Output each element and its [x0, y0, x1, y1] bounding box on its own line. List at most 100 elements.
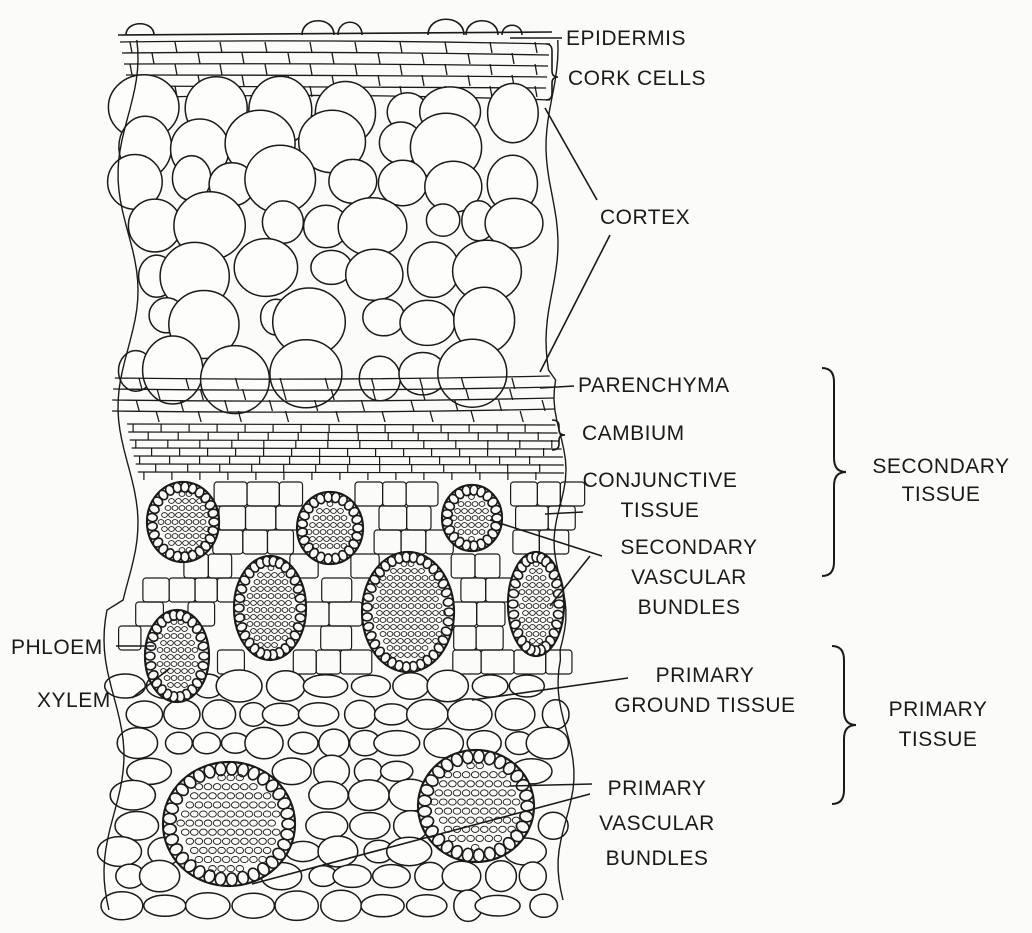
label-pgt-line-1: PRIMARY — [592, 661, 818, 691]
ground-tissue-cell — [144, 895, 186, 916]
ground-tissue-cell — [333, 865, 371, 888]
ground-tissue-cell — [303, 675, 347, 697]
conjunctive-cell — [374, 530, 401, 554]
cork-wall — [400, 42, 402, 53]
ground-tissue-cell — [530, 894, 558, 917]
secondary-vascular-bundle — [508, 552, 564, 656]
conjunctive-cell — [537, 482, 560, 506]
primary-vascular-bundle-bead — [473, 750, 484, 764]
ground-tissue-cell — [193, 733, 221, 754]
conjunctive-cell — [453, 650, 481, 674]
primary-vascular-bundle — [418, 750, 534, 862]
ground-tissue-cell — [186, 893, 230, 919]
cortex-cell — [262, 201, 303, 243]
conjunctive-cell — [219, 506, 246, 530]
cortex-cell — [270, 340, 342, 408]
ground-tissue-cell — [349, 780, 390, 811]
conjunctive-cell — [461, 578, 486, 602]
parenchyma-wall — [411, 400, 414, 411]
ground-tissue-cell — [519, 862, 546, 890]
conjunctive-cell — [246, 506, 276, 530]
conjunctive-cell — [169, 578, 195, 602]
cork-wall — [310, 64, 312, 75]
parenchyma-wall — [361, 400, 364, 411]
cork-wall — [400, 64, 402, 75]
conjunctive-cell — [475, 554, 500, 578]
primary-vascular-bundle-bead — [418, 795, 432, 807]
cork-wall — [175, 42, 177, 53]
secondary-vascular-bundle-bead — [362, 603, 373, 612]
secondary-vascular-bundle — [145, 610, 209, 702]
ground-tissue-cell — [126, 701, 162, 728]
ground-tissue-cell — [427, 670, 468, 701]
label-primary-tissue: PRIMARY TISSUE — [868, 695, 1008, 755]
ground-tissue-cell — [164, 700, 200, 729]
label-phloem: PHLOEM — [11, 636, 103, 660]
conjunctive-cell — [476, 626, 503, 650]
ground-tissue-cell — [115, 812, 159, 841]
cambium-row — [128, 432, 557, 433]
ground-tissue-cell — [202, 700, 235, 729]
conjunctive-cell — [329, 602, 362, 626]
cork-wall — [175, 64, 177, 75]
epidermis-cell — [126, 24, 154, 35]
conjunctive-cell — [293, 650, 316, 674]
conjunctive-cell — [454, 626, 476, 650]
conjunctive-cell — [511, 482, 538, 506]
label-parenchyma: PARENCHYMA — [578, 374, 730, 398]
label-pvb-line-1: PRIMARY — [584, 771, 730, 806]
parenchyma-wall — [382, 411, 385, 422]
conjunctive-cell — [516, 506, 549, 530]
ground-tissue-cell — [495, 699, 535, 731]
ground-tissue-cell — [101, 892, 143, 920]
label-cambium: CAMBIUM — [582, 422, 685, 446]
ground-tissue-cell — [288, 732, 318, 754]
secondary-vascular-bundle-bead — [554, 600, 564, 608]
ground-tissue-cell — [275, 891, 318, 920]
cambium-row — [134, 456, 563, 457]
secondary-vascular-bundle-bead — [508, 600, 518, 608]
cork-wall — [355, 42, 357, 53]
parenchyma-wall — [471, 411, 474, 422]
cork-row — [120, 41, 550, 44]
cambium-layer — [127, 424, 564, 480]
label-primary-ground-tissue: PRIMARY GROUND TISSUE — [592, 661, 818, 721]
primary-vascular-bundle-bead — [163, 813, 177, 824]
ground-tissue-cell — [272, 758, 311, 785]
cambium-row — [132, 448, 562, 449]
ground-tissue-cell — [375, 704, 410, 725]
ground-tissue-cell — [232, 893, 274, 918]
label-secondary-tissue-line-1: SECONDARY — [856, 453, 1026, 481]
ground-tissue-cell — [350, 813, 390, 839]
cork-row — [126, 75, 547, 77]
conjunctive-cell — [406, 482, 438, 506]
label-svb-line-2: VASCULAR — [604, 563, 774, 593]
parenchyma-row — [112, 409, 555, 412]
secondary-vascular-bundle — [147, 482, 219, 562]
conjunctive-cell — [322, 578, 352, 602]
conjunctive-cell — [513, 530, 539, 554]
ground-tissue-cell — [472, 675, 508, 697]
secondary-vascular-bundle-bead — [362, 612, 373, 621]
label-primary-tissue-line-1: PRIMARY — [868, 695, 1008, 725]
cork-wall — [445, 64, 447, 75]
cortex-cell — [346, 249, 403, 300]
secondary-vascular-bundle-bead — [145, 652, 155, 660]
cortex-cell — [143, 336, 203, 404]
epidermis-layer — [118, 19, 552, 35]
leader-cortex-top — [545, 108, 597, 200]
conjunctive-cell — [143, 578, 169, 602]
label-svb-line-3: BUNDLES — [604, 593, 774, 623]
cork-wall — [422, 53, 424, 64]
label-pvb-line-3: BUNDLES — [584, 841, 730, 876]
ground-tissue-cell — [407, 895, 447, 917]
ground-tissue-cell — [526, 727, 568, 759]
ground-tissue-cell — [475, 895, 520, 916]
secondary-vascular-bundle-bead — [147, 513, 158, 522]
cork-wall — [130, 42, 132, 53]
cork-wall — [310, 42, 312, 53]
conjunctive-cell — [383, 482, 406, 506]
ground-tissue-cell — [345, 700, 376, 728]
cork-wall — [220, 42, 222, 53]
cambium-row — [127, 424, 556, 425]
